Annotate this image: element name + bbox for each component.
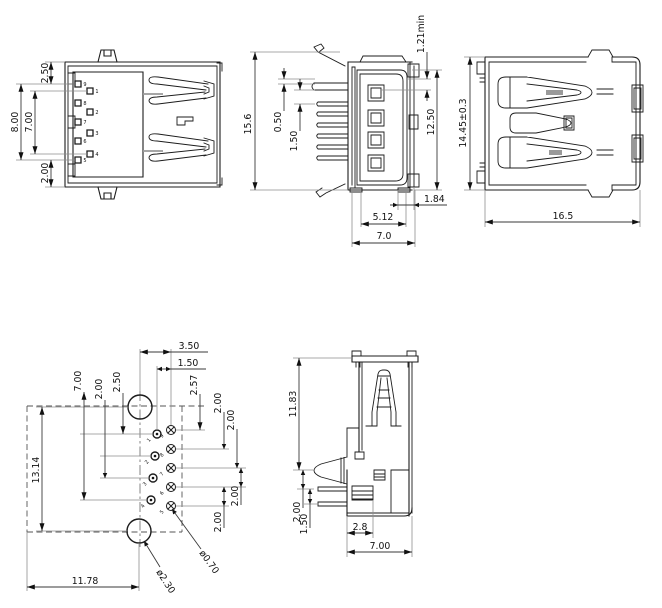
fp-pin-label-2: 2 (144, 459, 151, 465)
dim-fp-hole-to-pin: 3.50 (179, 341, 200, 352)
side-view-dimensions: 15.6 0.50 1.50 1.21min 12.50 1.84 5.12 7… (243, 15, 447, 247)
footprint-pin-holes: 1 2 3 4 9 8 7 6 5 (140, 425, 176, 516)
dim-front-offset-bottom: 2.00 (40, 163, 51, 184)
footprint-view: 1 2 3 4 9 8 7 6 5 3.50 1.50 2.57 2.00 2.… (26, 341, 246, 596)
dim-front-offset-top: 2.50 (40, 63, 51, 84)
dim-side-lead-pitch: 1.50 (289, 131, 300, 152)
dim-profile-lead-gap: 2.00 (292, 502, 303, 523)
dim-fp-mount-hole-dia: ø2.30 (153, 568, 177, 596)
front-pin-label-5: 5 (83, 158, 86, 164)
fp-pin-label-6: 6 (159, 490, 166, 496)
fp-pin-label-5: 5 (159, 509, 166, 515)
dim-profile-height: 11.83 (288, 391, 299, 418)
front-pin-label-6: 6 (83, 139, 86, 145)
dim-fp-pitch-3: 2.00 (230, 486, 241, 507)
footprint-outline (26, 391, 205, 547)
front-view: 9 8 7 6 5 1 2 3 4 2.50 8.00 7.00 2.00 (10, 49, 223, 200)
dim-fp-pitch-2: 2.00 (226, 410, 237, 431)
fp-pin-label-9: 9 (159, 433, 166, 439)
fp-pin-label-1: 1 (146, 437, 153, 443)
dim-fp-mount-span: 13.14 (31, 457, 42, 484)
front-pin-label-9: 9 (83, 82, 86, 88)
dim-side-lead-offset: 0.50 (273, 112, 284, 133)
dim-fp-left-pitch: 2.00 (94, 379, 105, 400)
dim-side-wall: 1.84 (424, 194, 445, 205)
dim-fp-edge-to-pin: 2.57 (189, 375, 200, 396)
dim-rear-height: 14.45±0.3 (458, 98, 469, 147)
dim-profile-lead-pitch: 1.50 (299, 514, 310, 535)
profile-dimensions: 11.83 2.00 1.50 2.8 7.00 (288, 357, 413, 557)
profile-outline (313, 350, 419, 517)
dim-side-height: 15.6 (243, 114, 254, 135)
front-view-outline (64, 49, 223, 200)
rear-view-outline (476, 49, 644, 198)
dim-front-pin-span-inner: 7.00 (24, 112, 35, 133)
fp-pin-label-4: 4 (140, 503, 147, 509)
side-view-outline (311, 43, 420, 198)
dim-profile-inner-width: 2.8 (353, 522, 368, 533)
front-view-dimensions: 2.50 8.00 7.00 2.00 (10, 61, 87, 188)
front-view-contact-pins: 9 8 7 6 5 1 2 3 4 (74, 80, 99, 164)
dim-fp-pitch-4: 2.00 (213, 512, 224, 533)
dim-fp-mount-offset: 11.78 (72, 576, 99, 587)
side-view: 15.6 0.50 1.50 1.21min 12.50 1.84 5.12 7… (243, 15, 447, 247)
dim-fp-left-span: 7.00 (73, 371, 84, 392)
dim-fp-pin-hole-dia: ø0.70 (197, 548, 221, 576)
mount-hole-bottom (126, 518, 152, 544)
rear-view: 14.45±0.3 16.5 (458, 49, 644, 227)
front-pin-label-7: 7 (83, 120, 86, 126)
rear-view-dimensions: 14.45±0.3 16.5 (458, 56, 641, 227)
dim-side-tongue-width: 5.12 (373, 212, 394, 223)
dim-side-top-clearance: 1.21min (416, 15, 427, 53)
dim-fp-row-offset: 1.50 (178, 358, 199, 369)
fp-pin-label-8: 8 (159, 452, 166, 458)
dim-rear-length: 16.5 (553, 211, 574, 222)
dim-fp-left-offset: 2.50 (112, 372, 123, 393)
dim-side-face-height: 12.50 (426, 109, 437, 136)
front-pin-label-2: 2 (95, 110, 98, 116)
dim-fp-pitch-1: 2.00 (213, 393, 224, 414)
front-pin-label-8: 8 (83, 101, 86, 107)
dim-side-body-width: 7.0 (377, 231, 392, 242)
dim-front-pin-span: 8.00 (10, 112, 21, 133)
front-pin-label-1: 1 (95, 89, 98, 95)
fp-pin-label-7: 7 (159, 471, 166, 477)
fp-pin-label-3: 3 (142, 481, 149, 487)
front-pin-label-4: 4 (95, 152, 98, 158)
dim-profile-body-width: 7.00 (370, 541, 391, 552)
footprint-dimensions: 3.50 1.50 2.57 2.00 2.00 2.00 2.00 7.00 … (26, 341, 246, 596)
profile-view: 11.83 2.00 1.50 2.8 7.00 (288, 350, 419, 557)
front-pin-label-3: 3 (95, 131, 98, 137)
